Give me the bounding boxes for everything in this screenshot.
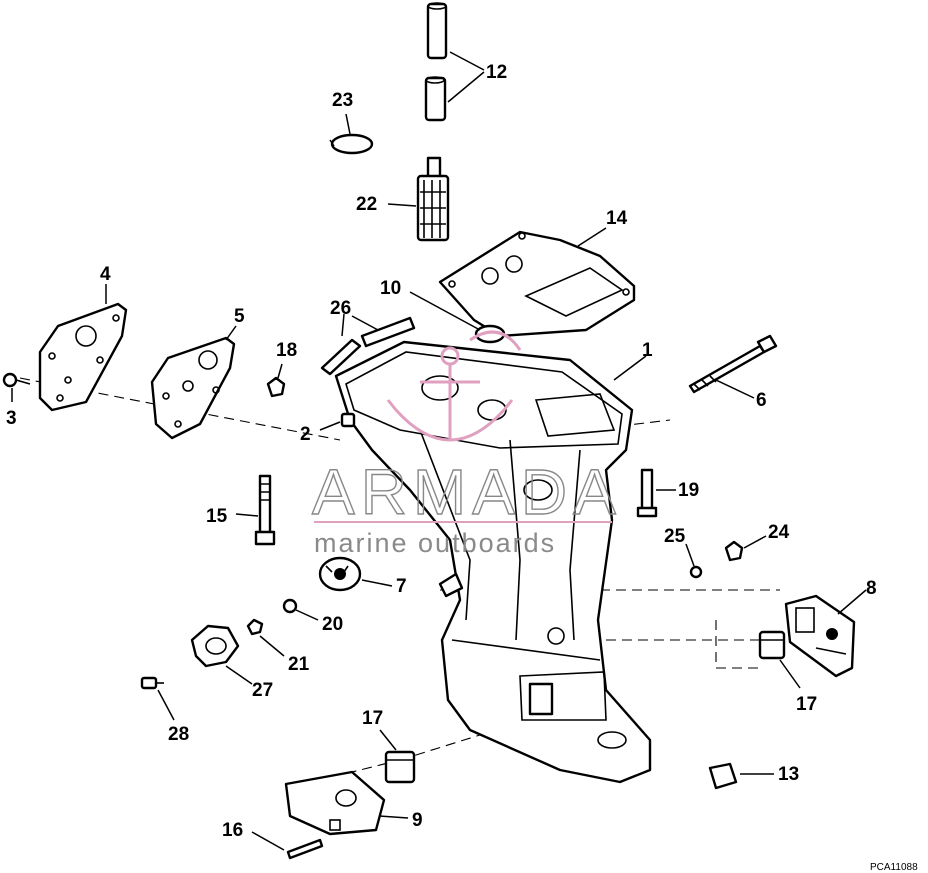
part-4-cover-plate <box>38 284 128 412</box>
callout-1: 1 <box>642 340 653 361</box>
callout-22: 22 <box>356 194 377 215</box>
part-10-o-ring <box>409 291 506 344</box>
part-22-water-screen <box>387 156 450 242</box>
watermark-brand: ARMADA <box>312 456 622 528</box>
callout-5: 5 <box>234 306 245 327</box>
callout-15: 15 <box>206 506 228 527</box>
part-24-nut <box>724 535 767 562</box>
part-26-hose <box>320 313 416 376</box>
callout-9: 9 <box>412 810 423 831</box>
callout-25: 25 <box>664 526 686 547</box>
part-7-rubber-mount <box>318 556 393 592</box>
callout-28: 28 <box>168 724 189 745</box>
part-28-screw <box>140 676 175 721</box>
callout-7: 7 <box>396 576 407 597</box>
part-13-block <box>708 762 774 790</box>
callout-27: 27 <box>252 680 273 701</box>
callout-23: 23 <box>332 90 353 111</box>
part-15-bolt <box>235 474 276 546</box>
callout-17-left: 17 <box>362 708 383 729</box>
part-3-screw <box>2 372 31 402</box>
watermark: ARMADA marine outboards <box>311 330 622 558</box>
callout-24: 24 <box>768 522 790 543</box>
callout-12: 12 <box>486 62 507 83</box>
callout-16: 16 <box>222 820 243 841</box>
callout-6: 6 <box>756 390 767 411</box>
part-6-long-bolt <box>688 334 778 399</box>
part-9-lower-cover <box>284 770 409 836</box>
part-17-rubber-block-lower <box>379 729 416 784</box>
callout-8: 8 <box>866 578 877 599</box>
part-12-water-tubes <box>424 2 485 122</box>
part-2-fitting <box>319 412 356 431</box>
part-8-bracket <box>784 589 867 678</box>
callout-3: 3 <box>6 408 17 429</box>
callout-10: 10 <box>380 278 401 299</box>
callout-26: 26 <box>330 298 351 319</box>
part-14-gasket <box>438 227 636 338</box>
part-23-clamp <box>329 113 374 155</box>
part-25-o-ring <box>685 543 703 579</box>
part-20-washer <box>282 598 319 621</box>
part-16-screw <box>251 831 324 860</box>
callout-19: 19 <box>678 480 699 501</box>
part-21-nut <box>246 618 285 657</box>
callout-20: 20 <box>322 614 343 635</box>
part-17-rubber-block-upper <box>758 630 801 689</box>
callout-21: 21 <box>288 654 310 675</box>
watermark-anchor-logo <box>386 330 522 442</box>
part-19-bolt <box>636 468 676 518</box>
part-18-nut <box>266 363 286 398</box>
callout-2: 2 <box>300 424 311 445</box>
part-5-gasket <box>150 325 237 440</box>
callout-14: 14 <box>606 208 628 229</box>
callout-18: 18 <box>276 340 297 361</box>
watermark-tagline: marine outboards <box>314 528 556 558</box>
callout-4: 4 <box>100 264 111 285</box>
figure-code: PCA11088 <box>870 862 918 873</box>
callout-labels: 12 23 22 14 4 10 26 5 1 18 3 6 2 19 15 2… <box>6 62 877 841</box>
part-1-exhaust-housing <box>334 340 652 784</box>
part-27-cover-plate <box>190 624 253 685</box>
callout-13: 13 <box>778 764 799 785</box>
callout-17-right: 17 <box>796 694 817 715</box>
